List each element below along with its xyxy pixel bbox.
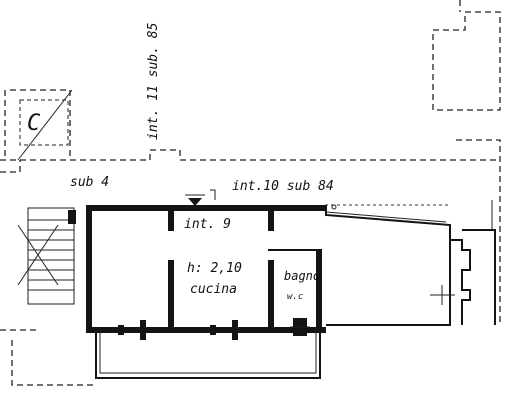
- bathroom-sub-label: w.c: [287, 292, 303, 302]
- kitchen-label: cucina: [190, 282, 237, 297]
- unit-number-label: int. 9: [184, 217, 231, 232]
- ceiling-height-label: h: 2,10: [187, 261, 242, 276]
- boundary-lines: [0, 89, 500, 386]
- sub-left-label: sub 4: [70, 175, 109, 190]
- stairs: [17, 207, 76, 305]
- neighbour-building-outline: [432, 0, 501, 325]
- bathroom-label: bagno: [284, 269, 320, 283]
- door-markers: [316, 204, 337, 262]
- block-c-marker: [17, 89, 73, 161]
- balcony-bottom: [95, 318, 321, 379]
- entry-arrow: [185, 189, 216, 206]
- unit-ref-label: int.10 sub 84: [232, 179, 334, 194]
- block-letter: C: [27, 111, 41, 136]
- vertical-ref-label: int. 11 sub. 85: [146, 22, 161, 140]
- unit-walls: [86, 205, 451, 333]
- balcony-right: [430, 200, 496, 325]
